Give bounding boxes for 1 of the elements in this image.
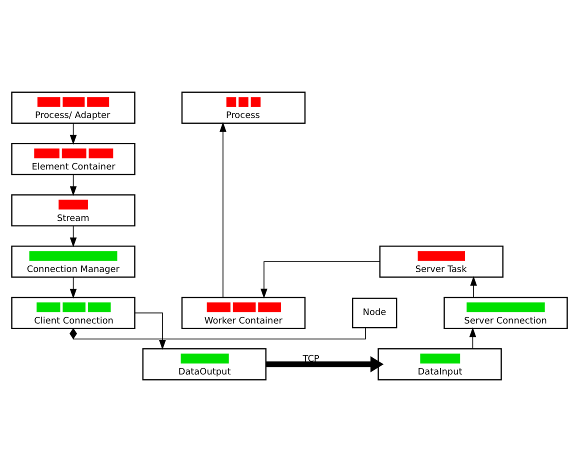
edge-label: TCP — [302, 354, 320, 365]
